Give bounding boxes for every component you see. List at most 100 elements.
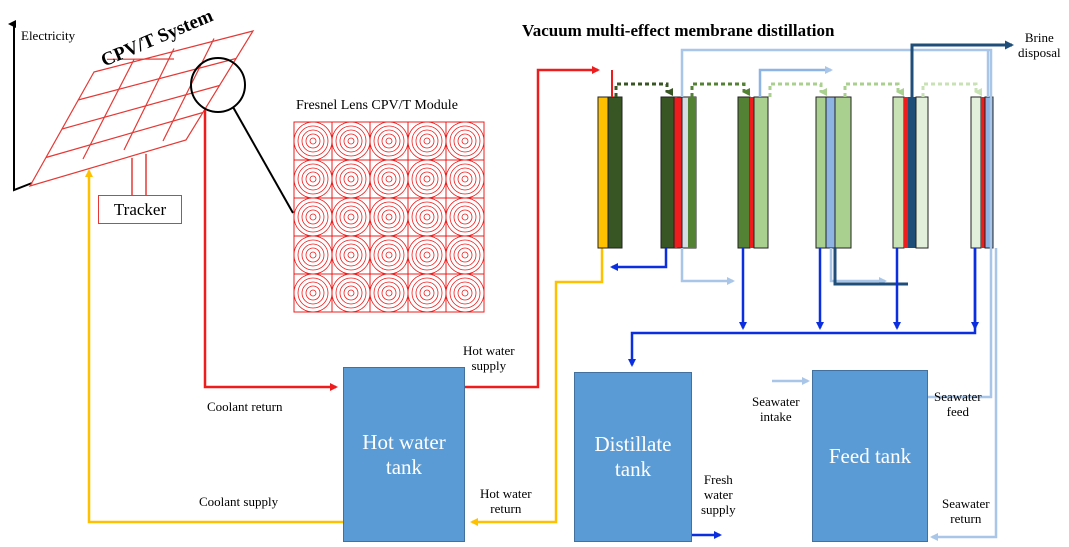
coolant-supply-pipe [85, 169, 343, 524]
fresnel-ring [301, 281, 325, 305]
fresnel-ring [381, 133, 397, 149]
fresnel-ring [423, 289, 431, 297]
fresnel-ring [445, 235, 485, 275]
fresnel-ring [411, 125, 443, 157]
coolant-return-pipe [203, 110, 338, 391]
membrane-modules [597, 70, 994, 249]
distillate-out-1 [610, 248, 668, 271]
fresnel-ring [347, 137, 355, 145]
fresnel-ring [385, 251, 393, 259]
electricity-arrow [8, 20, 33, 192]
fresnel-ring [449, 239, 481, 271]
coolant-return-label: Coolant return [207, 399, 283, 414]
fresnel-ring [309, 137, 317, 145]
vapour-flow-1 [614, 82, 673, 97]
fresnel-ring [343, 171, 359, 187]
fresnel-ring [407, 273, 447, 313]
fresnel-ring [297, 163, 329, 195]
feed-tank: Feed tank [812, 370, 928, 542]
fresnel-ring [457, 171, 473, 187]
fresnel-ring [335, 239, 367, 271]
fresnel-ring [411, 163, 443, 195]
fresnel-ring [347, 175, 355, 183]
magnifier-icon [190, 57, 246, 113]
fresnel-ring [381, 171, 397, 187]
fresnel-ring [369, 197, 409, 237]
fresnel-ring [377, 205, 401, 229]
fresnel-ring [373, 239, 405, 271]
vapour-flow-5 [921, 82, 982, 97]
fresnel-module-title: Fresnel Lens CPV/T Module [296, 98, 458, 113]
vapour-flow-3 [768, 82, 827, 97]
fresnel-ring [343, 209, 359, 225]
fresnel-ring [445, 121, 485, 161]
fresnel-ring [423, 175, 431, 183]
fresnel-ring [339, 167, 363, 191]
fresnel-ring [445, 159, 485, 199]
distillate-tank: Distillate tank [574, 372, 692, 542]
fresnel-ring [381, 285, 397, 301]
fresnel-ring [297, 125, 329, 157]
fresnel-ring [377, 129, 401, 153]
coolant-supply-label: Coolant supply [199, 494, 279, 509]
fresnel-ring [301, 167, 325, 191]
fresnel-ring [293, 235, 333, 275]
fresnel-ring [297, 201, 329, 233]
fresnel-ring [347, 251, 355, 259]
brine-disposal-pipe [910, 40, 1014, 248]
fresnel-ring [293, 159, 333, 199]
fresnel-ring [449, 277, 481, 309]
fresnel-ring [373, 277, 405, 309]
fresnel-ring [339, 205, 363, 229]
vapour-flow-2 [690, 82, 750, 97]
fresnel-ring [335, 277, 367, 309]
fresnel-ring [331, 235, 371, 275]
fresnel-ring [373, 163, 405, 195]
fresnel-ring [453, 205, 477, 229]
fresnel-ring [369, 273, 409, 313]
fresnel-ring [343, 133, 359, 149]
fresnel-ring [309, 175, 317, 183]
fresnel-ring [339, 281, 363, 305]
fresnel-ring [423, 137, 431, 145]
fresnel-ring [415, 281, 439, 305]
fresnel-ring [419, 285, 435, 301]
fresnel-ring [461, 213, 469, 221]
fresnel-ring [347, 289, 355, 297]
fresnel-ring [453, 167, 477, 191]
fresnel-ring [339, 129, 363, 153]
fresnel-lens-module-icon [293, 121, 485, 313]
fresnel-ring [415, 167, 439, 191]
fresnel-ring [297, 277, 329, 309]
fresnel-ring [407, 121, 447, 161]
fresnel-ring [335, 201, 367, 233]
fresnel-ring [373, 125, 405, 157]
fresnel-ring [343, 247, 359, 263]
fresnel-ring [377, 243, 401, 267]
magnifier-leader [232, 106, 294, 214]
fresnel-ring [453, 129, 477, 153]
brine-collect-pipe [833, 248, 908, 286]
fresnel-ring [423, 213, 431, 221]
fresnel-ring [411, 277, 443, 309]
fresnel-ring [381, 209, 397, 225]
fresnel-ring [293, 273, 333, 313]
fresnel-ring [419, 133, 435, 149]
fresnel-ring [385, 213, 393, 221]
fresnel-ring [369, 159, 409, 199]
fresnel-ring [373, 201, 405, 233]
fresnel-ring [301, 205, 325, 229]
fresnel-ring [301, 243, 325, 267]
fresnel-ring [445, 197, 485, 237]
fresnel-ring [457, 247, 473, 263]
fresnel-ring [381, 247, 397, 263]
fresnel-ring [415, 205, 439, 229]
fresnel-ring [457, 285, 473, 301]
fresnel-ring [331, 197, 371, 237]
feed-branch-1 [758, 66, 833, 97]
fresnel-ring [331, 121, 371, 161]
fresnel-ring [305, 171, 321, 187]
